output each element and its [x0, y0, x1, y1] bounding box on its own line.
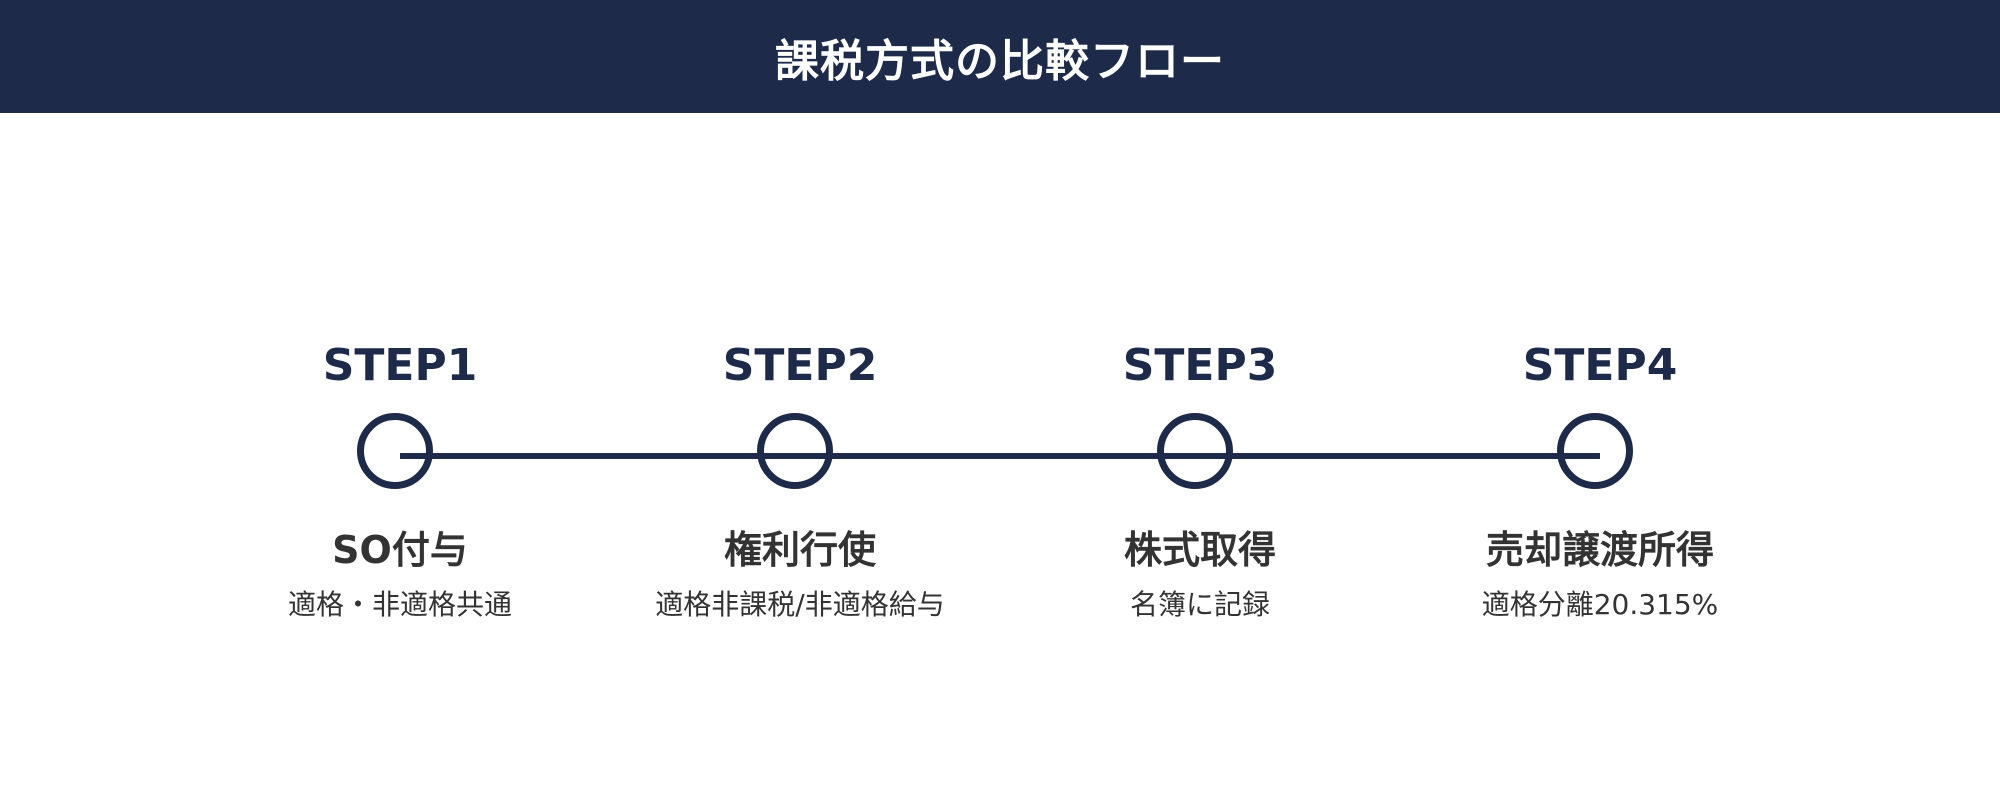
step-description: 適格非課税/非適格給与 — [655, 588, 945, 621]
step-title: 権利行使 — [723, 528, 876, 572]
step-title: SO付与 — [332, 528, 468, 572]
flow-connector-line — [400, 453, 1600, 459]
step-description: 適格分離20.315% — [1481, 588, 1719, 621]
step-description: 名簿に記録 — [1129, 588, 1270, 621]
page-title: 課税方式の比較フロー — [775, 35, 1225, 87]
header-bar: 課税方式の比較フロー — [0, 0, 2000, 113]
step-label: STEP2 — [722, 340, 878, 391]
step-label: STEP4 — [1522, 340, 1678, 391]
step-3: STEP3 株式取得 名簿に記録 — [1020, 0, 1380, 800]
step-2: STEP2 権利行使 適格非課税/非適格給与 — [620, 0, 980, 800]
step-title: 株式取得 — [1123, 528, 1276, 572]
step-label: STEP3 — [1122, 340, 1278, 391]
step-title: 売却譲渡所得 — [1485, 528, 1714, 572]
step-1: STEP1 SO付与 適格・非適格共通 — [220, 0, 580, 800]
step-description: 適格・非適格共通 — [287, 588, 512, 621]
step-node-circle — [1157, 413, 1233, 489]
step-node-circle — [757, 413, 833, 489]
step-node-circle — [357, 413, 433, 489]
step-node-circle — [1557, 413, 1633, 489]
step-4: STEP4 売却譲渡所得 適格分離20.315% — [1420, 0, 1780, 800]
step-label: STEP1 — [322, 340, 478, 391]
